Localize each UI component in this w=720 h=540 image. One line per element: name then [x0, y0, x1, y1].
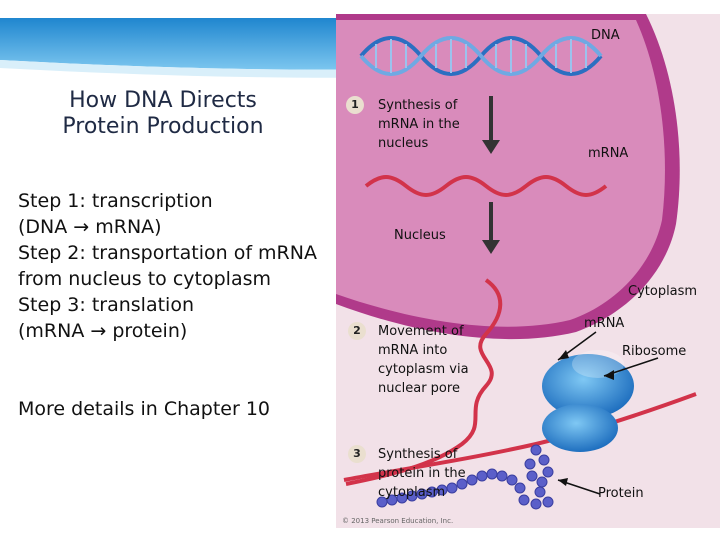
- ribosome-pointer-arrowhead: [604, 370, 614, 380]
- step-line: Step 2: transportation of mRNA: [18, 242, 317, 264]
- step-line: from nucleus to cytoplasm: [18, 268, 272, 290]
- protein-label: Protein: [598, 486, 644, 501]
- protein-pointer-arrowhead: [558, 478, 568, 486]
- ribosome: [542, 350, 634, 452]
- step-3-caption: Synthesis of protein in the cytoplasm: [378, 445, 466, 502]
- cytoplasm-label: Cytoplasm: [628, 284, 698, 299]
- slide-title: How DNA Directs Protein Production: [18, 88, 308, 140]
- slide-title-line: How DNA Directs: [69, 88, 257, 113]
- slide-title-line: Protein Production: [62, 114, 264, 139]
- mrna-pointer-arrowhead: [558, 350, 569, 360]
- step-line: (mRNA → protein): [18, 320, 188, 342]
- caption-line: mRNA into: [378, 343, 448, 358]
- nucleus-label: Nucleus: [394, 228, 446, 243]
- dna-helix: [359, 36, 603, 76]
- protein-chain: [376, 444, 554, 510]
- dna-protein-figure: DNA mRNA Nucleus Cytoplasm mRNA Ribosome…: [336, 14, 720, 528]
- mrna-translated-strand: [343, 392, 697, 482]
- ribosome-label: Ribosome: [622, 344, 687, 359]
- caption-line: cytoplasm via: [378, 362, 469, 377]
- step-2-caption: Movement of mRNA into cytoplasm via nucl…: [378, 322, 469, 398]
- caption-line: protein in the: [378, 466, 466, 481]
- caption-line: cytoplasm: [378, 485, 446, 500]
- arrow-down-icon: [482, 202, 500, 254]
- caption-line: Synthesis of: [378, 447, 458, 462]
- caption-line: Movement of: [378, 324, 464, 339]
- dna-label: DNA: [591, 28, 620, 43]
- caption-line: mRNA in the: [378, 117, 460, 132]
- mrna-label: mRNA: [588, 146, 629, 161]
- step-1-caption: Synthesis of mRNA in the nucleus: [378, 96, 460, 153]
- mrna-strand: [364, 175, 608, 197]
- caption-line: nucleus: [378, 136, 429, 151]
- steps-list: Step 1: transcription (DNA → mRNA) Step …: [18, 188, 338, 344]
- caption-line: Synthesis of: [378, 98, 458, 113]
- step-line: Step 1: transcription: [18, 190, 213, 212]
- nucleus-interior: [336, 20, 665, 327]
- mrna-label: mRNA: [584, 316, 625, 331]
- figure-artwork: [336, 14, 720, 528]
- copyright-notice: © 2013 Pearson Education, Inc.: [342, 517, 454, 525]
- step-1-badge: 1: [346, 96, 364, 114]
- chapter-note: More details in Chapter 10: [18, 398, 271, 420]
- step-line: Step 3: translation: [18, 294, 194, 316]
- step-2-badge: 2: [348, 322, 366, 340]
- arrow-down-icon: [482, 96, 500, 154]
- caption-line: nuclear pore: [378, 381, 460, 396]
- step-line: (DNA → mRNA): [18, 216, 162, 238]
- step-3-badge: 3: [348, 445, 366, 463]
